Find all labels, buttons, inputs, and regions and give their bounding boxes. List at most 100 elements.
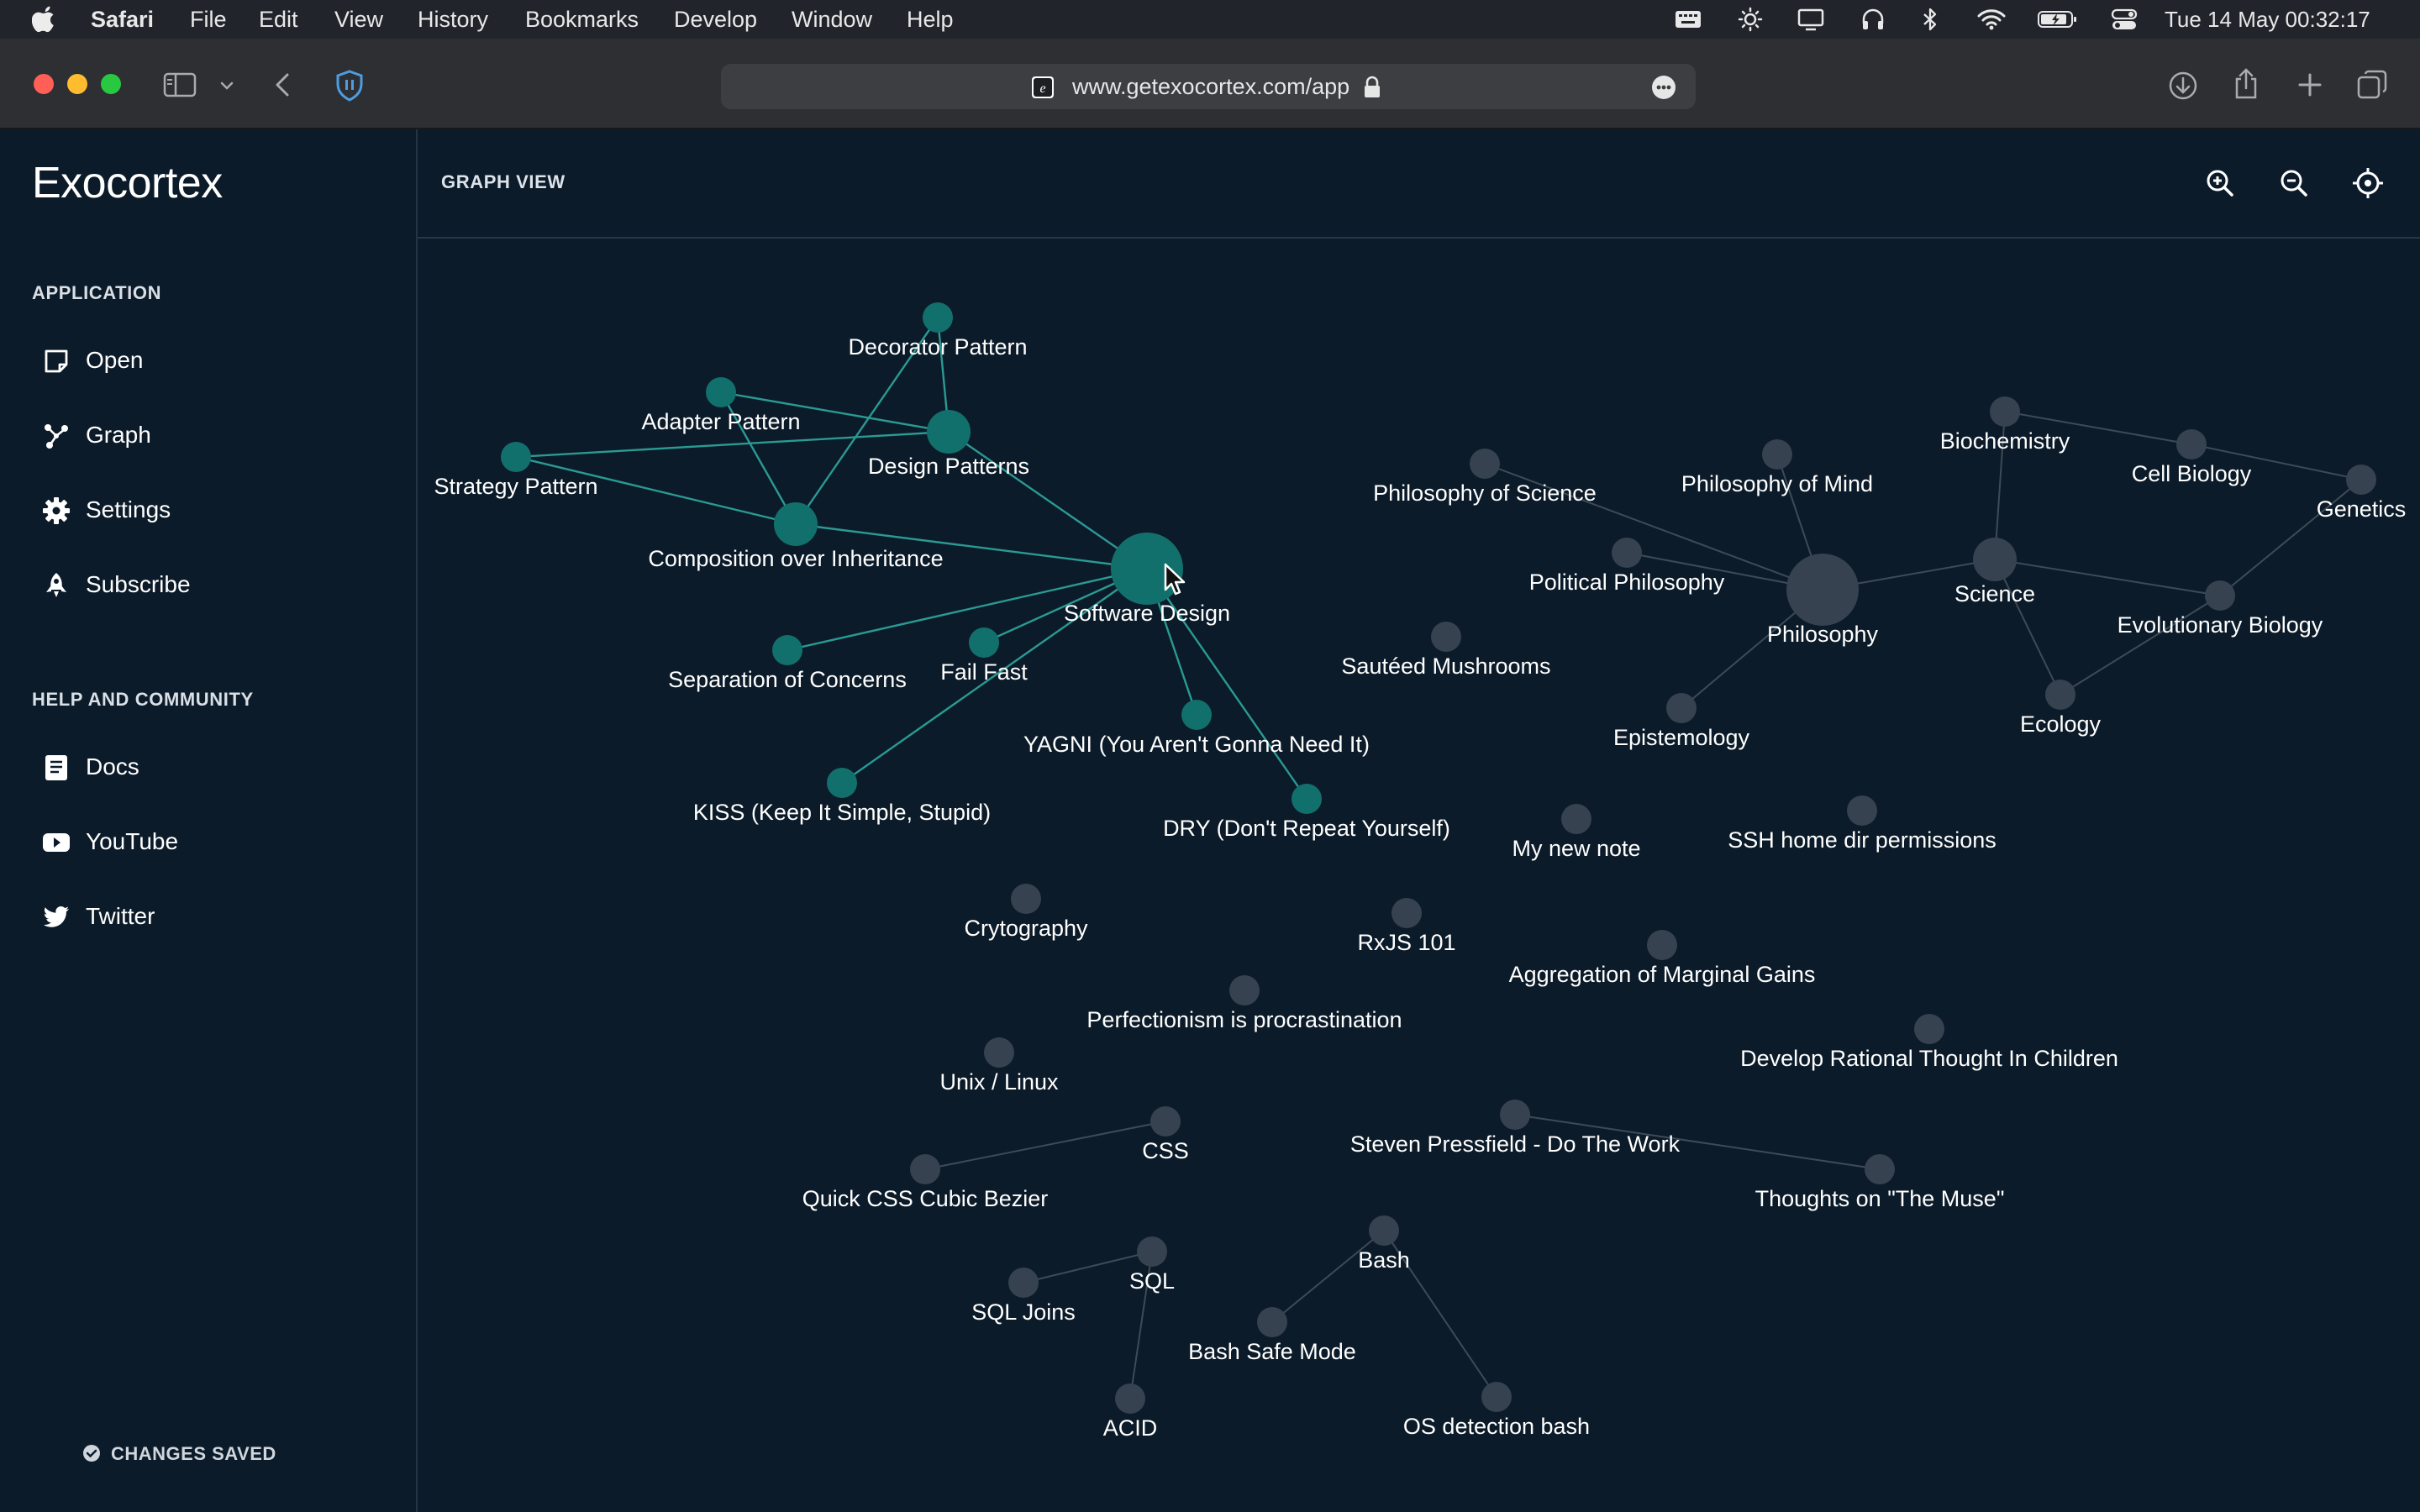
keyboard-icon[interactable] [1674,7,1702,32]
graph-node-label[interactable]: Crytography [964,916,1088,941]
menu-edit[interactable]: Edit [259,7,298,32]
address-bar[interactable]: e www.getexocortex.com/app [721,64,1696,109]
graph-node-label[interactable]: Genetics [2317,496,2407,522]
graph-node-biochem[interactable] [1990,396,2020,427]
graph-node-osdetect[interactable] [1481,1382,1512,1412]
graph-node-bashsafe[interactable] [1257,1307,1287,1337]
graph-node-label[interactable]: Epistemology [1613,725,1750,750]
graph-node-rxjs[interactable] [1392,898,1422,928]
graph-node-label[interactable]: KISS (Keep It Simple, Stupid) [693,800,991,825]
graph-node-ecology[interactable] [2045,680,2075,710]
nav-open[interactable]: Open [32,334,385,385]
graph-node-label[interactable]: OS detection bash [1403,1414,1590,1439]
menu-clock[interactable]: Tue 14 May 00:32:17 [2165,7,2370,32]
graph-node-label[interactable]: Philosophy of Mind [1681,471,1873,496]
graph-node-label[interactable]: Thoughts on "The Muse" [1755,1186,2005,1211]
graph-node-label[interactable]: Develop Rational Thought In Children [1740,1046,2118,1071]
graph-node-genetics[interactable] [2346,465,2376,495]
graph-node-label[interactable]: Strategy Pattern [434,474,597,499]
nav-docs[interactable]: Docs [32,741,385,791]
graph-node-unix[interactable] [984,1037,1014,1068]
graph-node-failfast[interactable] [969,627,999,658]
graph-node-perfection[interactable] [1229,975,1260,1005]
graph-node-mushrooms[interactable] [1431,622,1461,652]
graph-node-mynote[interactable] [1561,804,1591,834]
graph-node-strategy[interactable] [501,442,531,472]
nav-subscribe[interactable]: Subscribe [32,559,385,609]
graph-node-epistemology[interactable] [1666,693,1697,723]
graph-node-label[interactable]: Unix / Linux [939,1069,1059,1095]
brightness-icon[interactable] [1738,7,1763,32]
graph-node-label[interactable]: DRY (Don't Repeat Yourself) [1163,816,1450,841]
graph-node-kiss[interactable] [827,768,857,798]
graph-node-label[interactable]: Biochemistry [1940,428,2070,454]
graph-node-label[interactable]: My new note [1512,836,1640,861]
graph-node-label[interactable]: Quick CSS Cubic Bezier [802,1186,1049,1211]
app-logo-text[interactable]: Exocortex [32,159,223,207]
graph-node-pressfield[interactable] [1500,1100,1530,1130]
battery-icon[interactable] [2037,7,2079,32]
graph-node-label[interactable]: Perfectionism is procrastination [1086,1007,1402,1032]
graph-node-science[interactable] [1973,538,2017,581]
more-options-icon[interactable] [1650,74,1677,101]
graph-node-evobio[interactable] [2205,580,2235,611]
graph-node-label[interactable]: Composition over Inheritance [648,546,943,571]
graph-node-label[interactable]: Adapter Pattern [641,409,800,434]
graph-node-sql[interactable] [1137,1236,1167,1267]
tab-overview-icon[interactable] [2356,69,2388,101]
graph-node-label[interactable]: Evolutionary Biology [2118,612,2323,638]
graph-node-label[interactable]: YAGNI (You Aren't Gonna Need It) [1023,732,1370,757]
graph-node-yagni[interactable] [1181,700,1212,730]
graph-node-label[interactable]: Decorator Pattern [848,334,1027,360]
zoom-in-icon[interactable] [2203,166,2237,200]
menu-bookmarks[interactable]: Bookmarks [525,7,639,32]
graph-node-label[interactable]: Ecology [2020,711,2102,737]
graph-node-polphil[interactable] [1612,538,1642,568]
graph-node-philmind[interactable] [1762,439,1792,470]
downloads-icon[interactable] [2168,71,2198,101]
menu-help[interactable]: Help [907,7,954,32]
recenter-icon[interactable] [2351,166,2385,200]
url-text[interactable]: www.getexocortex.com/app [1072,74,1350,99]
zoom-out-icon[interactable] [2277,166,2311,200]
graph-node-muse[interactable] [1865,1154,1895,1184]
graph-node-decorator[interactable] [923,302,953,333]
graph-node-label[interactable]: Design Patterns [868,454,1029,479]
graph-node-label[interactable]: Cell Biology [2132,461,2252,486]
nav-twitter[interactable]: Twitter [32,890,385,941]
graph-node-label[interactable]: Philosophy [1767,622,1879,647]
bluetooth-icon[interactable] [1921,7,1939,32]
graph-node-label[interactable]: SSH home dir permissions [1728,827,1996,853]
graph-node-cubic[interactable] [910,1154,940,1184]
maximize-window-button[interactable] [101,74,121,94]
graph-node-soc[interactable] [772,635,802,665]
menu-history[interactable]: History [418,7,489,32]
sidebar-toggle-icon[interactable] [163,71,198,98]
graph-node-css[interactable] [1150,1106,1181,1137]
menu-view[interactable]: View [334,7,384,32]
nav-settings[interactable]: Settings [32,484,385,534]
graph-node-sqljoins[interactable] [1008,1268,1039,1298]
wifi-icon[interactable] [1976,7,2007,32]
privacy-shield-icon[interactable] [333,69,366,102]
graph-node-label[interactable]: SQL Joins [971,1299,1076,1325]
graph-node-aggregation[interactable] [1647,930,1677,960]
graph-node-cellbio[interactable] [2176,429,2207,459]
graph-node-label[interactable]: RxJS 101 [1357,930,1455,955]
graph-node-dry[interactable] [1292,784,1322,814]
minimize-window-button[interactable] [67,74,87,94]
graph-node-label[interactable]: Fail Fast [940,659,1028,685]
graph-node-label[interactable]: Steven Pressfield - Do The Work [1350,1131,1681,1157]
menu-window[interactable]: Window [792,7,873,32]
graph-node-acid[interactable] [1115,1383,1145,1414]
graph-node-label[interactable]: Political Philosophy [1529,570,1725,595]
share-icon[interactable] [2232,67,2260,101]
back-icon[interactable] [271,71,296,99]
graph-node-label[interactable]: Philosophy of Science [1373,480,1597,506]
new-tab-icon[interactable] [2296,71,2324,99]
menu-develop[interactable]: Develop [674,7,758,32]
graph-node-label[interactable]: Science [1954,581,2035,606]
graph-node-composition[interactable] [774,502,818,546]
graph-node-label[interactable]: Sautéed Mushrooms [1341,654,1550,679]
